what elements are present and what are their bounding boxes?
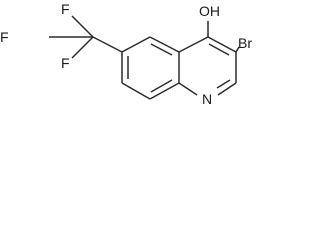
quinoline-structure-diagram: OH Br N F F F [0,1,252,107]
bond-c6-cf3 [92,36,123,53]
bond-c3-br [235,46,240,53]
bond-c5-c6 [121,36,151,53]
nitrogen-label: N [202,91,212,107]
fluorine-bottom-label: F [61,55,70,71]
bond-cf3-f-bottom [71,36,94,59]
bond-c4a-c5 [149,36,180,53]
bond-c2-n1-inner [216,79,231,89]
bond-c3-c4 [207,36,237,53]
bromine-label: Br [238,35,252,51]
fluorine-left-label: F [0,29,9,45]
atom-labels: OH Br N F F F [0,1,252,107]
bond-c8a-n1 [178,82,198,96]
bond-n1-c2 [217,82,237,96]
bond-c7-c8 [121,82,151,100]
bond-cf3-f-top [71,15,94,38]
bond-c4-c4a [178,36,209,53]
bonds [49,15,240,100]
bond-c5-c4a-inner [150,43,173,56]
hydroxyl-label: OH [199,3,220,19]
bond-c4-c3-inner [208,43,230,56]
bond-c8-c8a [149,82,180,100]
fluorine-top-label: F [61,1,70,17]
bond-c8-c8a-inner [150,79,173,93]
